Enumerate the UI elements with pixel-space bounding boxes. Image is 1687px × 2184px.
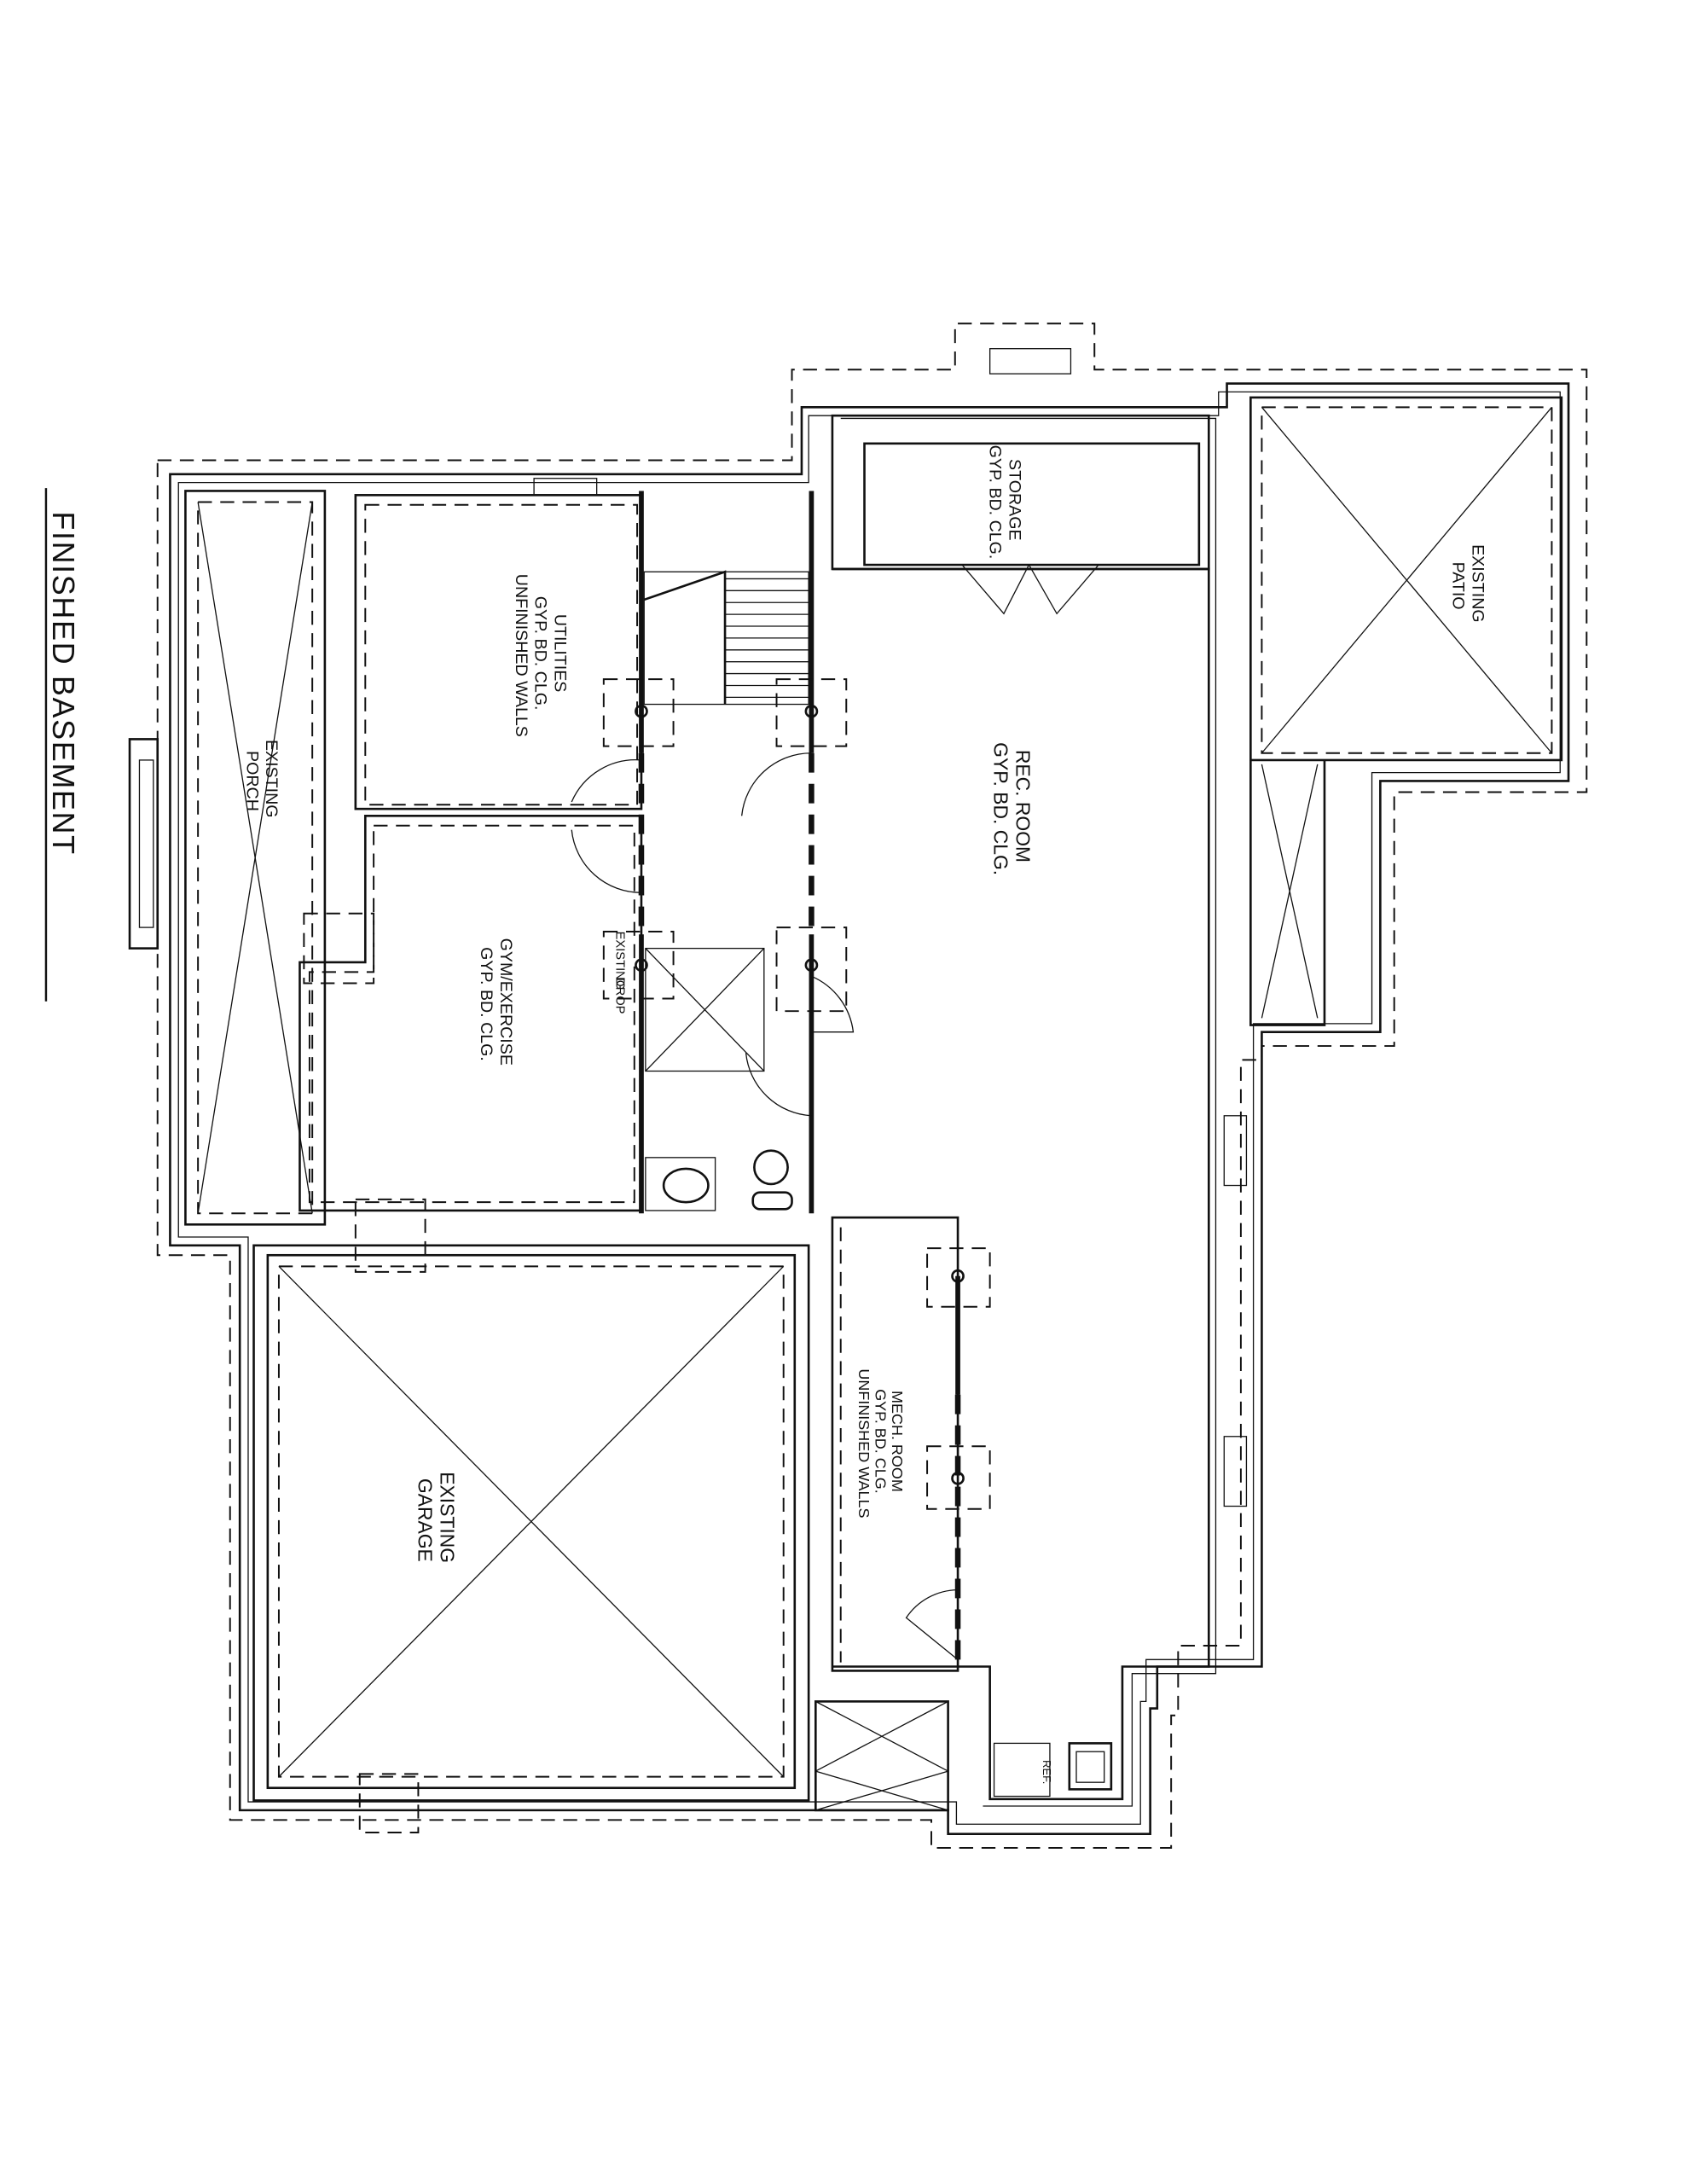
patio-label-2: PATIO	[1448, 562, 1467, 610]
toilet-icon	[753, 1149, 789, 1186]
mech-room: MECH. ROOM GYP. BD. CLG. UNFINISHED WALL…	[831, 1216, 991, 1672]
patio: EXISTING PATIO	[1249, 396, 1563, 1026]
mech-label-1: MECH. ROOM	[889, 1391, 906, 1492]
utilities-room: UTILITIES GYP. BD. CLG. UNFINISHED WALLS	[354, 478, 643, 810]
gym-label-1: GYM/EXERCISE	[496, 938, 515, 1066]
porch-label-1: EXISTING	[262, 740, 281, 818]
plan-title: FINISHED BASEMENT	[44, 488, 81, 1002]
svg-text:MECH. ROOM GYP. BD. CLG.: MECH. ROOM GYP. BD. CLG. UNFINISHED WALL…	[855, 1368, 906, 1518]
utilities-label-3: UNFINISHED WALLS	[512, 574, 530, 737]
drop-label-2: DROP	[613, 978, 627, 1014]
svg-text:REC. ROOM GYP. BD. CLG.: REC. ROOM GYP. BD. CLG.	[990, 742, 1035, 875]
kitchen-sink-icon	[1068, 1742, 1113, 1791]
rec-label-2: GYP. BD. CLG.	[990, 742, 1012, 875]
svg-text:EXISTING PATIO: EXISTING PATIO	[1448, 544, 1487, 627]
storage-room: STORAGE GYP. BD. CLG.	[831, 348, 1210, 615]
outer-boundary	[156, 322, 1588, 1849]
utilities-label-2: GYP. BD. CLG.	[531, 596, 550, 711]
porch: EXISTING PORCH	[128, 490, 327, 1226]
svg-text:GYM/EXERCISE GYP. BD. CL: GYM/EXERCISE GYP. BD. CLG.	[477, 938, 515, 1071]
svg-text:STORAGE GYP. BD. CLG.: STORAGE GYP. BD. CLG.	[986, 445, 1024, 560]
storage-label-2: GYP. BD. CLG.	[986, 445, 1005, 560]
bathroom: EXISTING DROP	[602, 926, 855, 1214]
ref-label: REF.	[1041, 1760, 1053, 1784]
gym-room: GYM/EXERCISE GYP. BD. CLG.	[299, 815, 643, 1273]
rec-label-1: REC. ROOM	[1012, 750, 1035, 863]
garage-label-1: EXISTING	[437, 1472, 459, 1563]
garage-label-2: GARAGE	[414, 1478, 436, 1562]
stairs	[602, 491, 848, 935]
drop-label-1: EXISTING	[613, 932, 627, 990]
plan-title-text: FINISHED BASEMENT	[46, 511, 81, 855]
mech-label-3: UNFINISHED WALLS	[855, 1368, 872, 1518]
patio-label-1: EXISTING	[1468, 544, 1487, 623]
storage-label-1: STORAGE	[1006, 459, 1024, 541]
svg-text:EXISTING DROP: EXISTING DROP	[613, 932, 627, 1014]
rec-room: REC. ROOM GYP. BD. CLG. REF.	[832, 417, 1248, 1807]
utilities-label-1: UTILITIES	[551, 614, 570, 693]
mech-label-2: GYP. BD. CLG.	[872, 1389, 890, 1494]
outer-wall	[169, 382, 1570, 1835]
svg-text:EXISTING GARAGE: EXISTING GARAGE	[414, 1472, 458, 1568]
garage: EXISTING GARAGE	[252, 1244, 949, 1834]
svg-text:UTILITIES GYP. BD. CLG.: UTILITIES GYP. BD. CLG. UNFINISHED WALLS	[512, 574, 570, 737]
sink-icon	[662, 1167, 710, 1204]
svg-text:EXISTING PORCH: EXISTING PORCH	[242, 740, 281, 822]
porch-label-2: PORCH	[242, 751, 261, 811]
gym-label-2: GYP. BD. CLG.	[477, 947, 496, 1061]
